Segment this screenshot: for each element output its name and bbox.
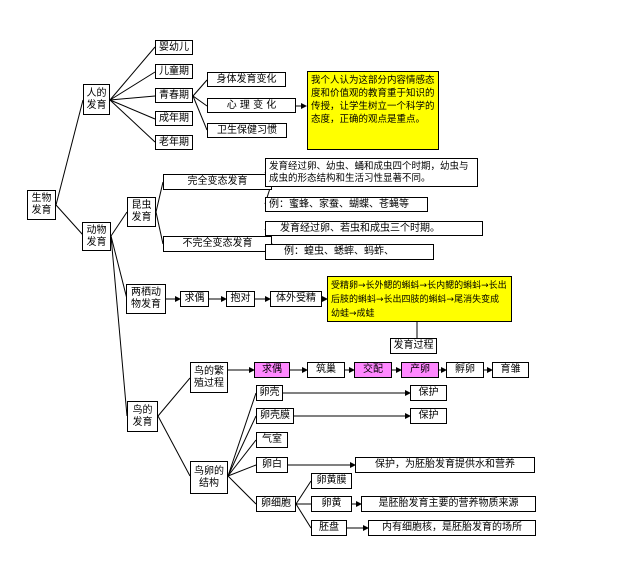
egg-air-cell: 气室	[256, 432, 288, 448]
root-node: 生物发育	[27, 190, 56, 220]
egg-yolk: 卵黄	[311, 496, 352, 512]
amphibian-node: 两栖动物发育	[126, 284, 166, 314]
yolk-function: 是胚胎发育主要的营养物质来源	[361, 496, 536, 512]
animal-node: 动物发育	[82, 222, 111, 251]
egg-structure-node: 鸟卵的结构	[190, 461, 228, 494]
insect-node: 昆虫发育	[127, 197, 156, 227]
breeding-egg-laying: 产卵	[401, 362, 439, 378]
incomplete-examples: 例：蝗虫、蟋蟀、蚂蚱、	[265, 244, 434, 260]
egg-white: 卵白	[256, 457, 288, 473]
incomplete-desc: 发育经过卵、若虫和成虫三个时期。	[265, 221, 483, 236]
complete-metamorphosis: 完全变态发育	[163, 174, 272, 190]
amphibian-external-fertilization: 体外受精	[270, 291, 322, 307]
egg-shell: 卵壳	[256, 385, 283, 401]
breeding-rearing: 育雏	[492, 362, 529, 378]
amphibian-process-label: 发育过程	[390, 338, 437, 354]
bird-node: 鸟的发育	[127, 401, 158, 432]
membrane-function: 保护	[410, 408, 447, 424]
amphibian-courtship: 求偶	[180, 291, 209, 307]
white-function: 保护，为胚胎发育提供水和营养	[355, 457, 535, 473]
stage-infant: 婴幼儿	[155, 40, 193, 55]
breeding-mating: 交配	[354, 362, 392, 378]
amphibian-amplexus: 抱对	[226, 291, 255, 307]
puberty-body-change: 身体发育变化	[207, 72, 286, 87]
stage-elderly: 老年期	[155, 135, 193, 150]
complete-desc: 发育经过卵、幼虫、蛹和成虫四个时期，幼虫与成虫的形态结构和生活习性显著不同。	[265, 158, 478, 187]
puberty-hygiene: 卫生保健习惯	[207, 123, 287, 138]
stage-child: 儿童期	[155, 64, 193, 79]
breeding-nesting: 筑巢	[307, 362, 345, 378]
egg-germinal-disc: 胚盘	[311, 520, 347, 536]
bird-breeding-node: 鸟的繁殖过程	[190, 362, 228, 393]
disc-function: 内有细胞核，是胚胎发育的场所	[368, 520, 536, 536]
incomplete-metamorphosis: 不完全变态发育	[163, 236, 272, 252]
breeding-courtship: 求偶	[254, 362, 290, 378]
amphibian-process: 受精卵→长外鳃的蝌蚪→长内鳃的蝌蚪→长出后肢的蝌蚪→长出四肢的蝌蚪→尾消失变成幼…	[327, 276, 512, 322]
egg-shell-membrane: 卵壳膜	[256, 408, 294, 424]
egg-yolk-membrane: 卵黄膜	[311, 473, 352, 489]
egg-cell: 卵细胞	[256, 496, 296, 512]
shell-function: 保护	[410, 385, 447, 401]
stage-adult: 成年期	[155, 111, 193, 126]
teacher-note: 我个人认为这部分内容情感态度和价值观的教育重于知识的传授，让学生树立一个科学的态…	[307, 71, 439, 150]
stage-puberty: 青春期	[155, 88, 193, 103]
breeding-incubation: 孵卵	[446, 362, 484, 378]
human-node: 人的发育	[83, 84, 110, 115]
complete-examples: 例：蜜蜂、家蚕、蝴蝶、苍蝇等	[265, 197, 428, 212]
puberty-mental-change: 心 理 变 化	[207, 98, 296, 113]
